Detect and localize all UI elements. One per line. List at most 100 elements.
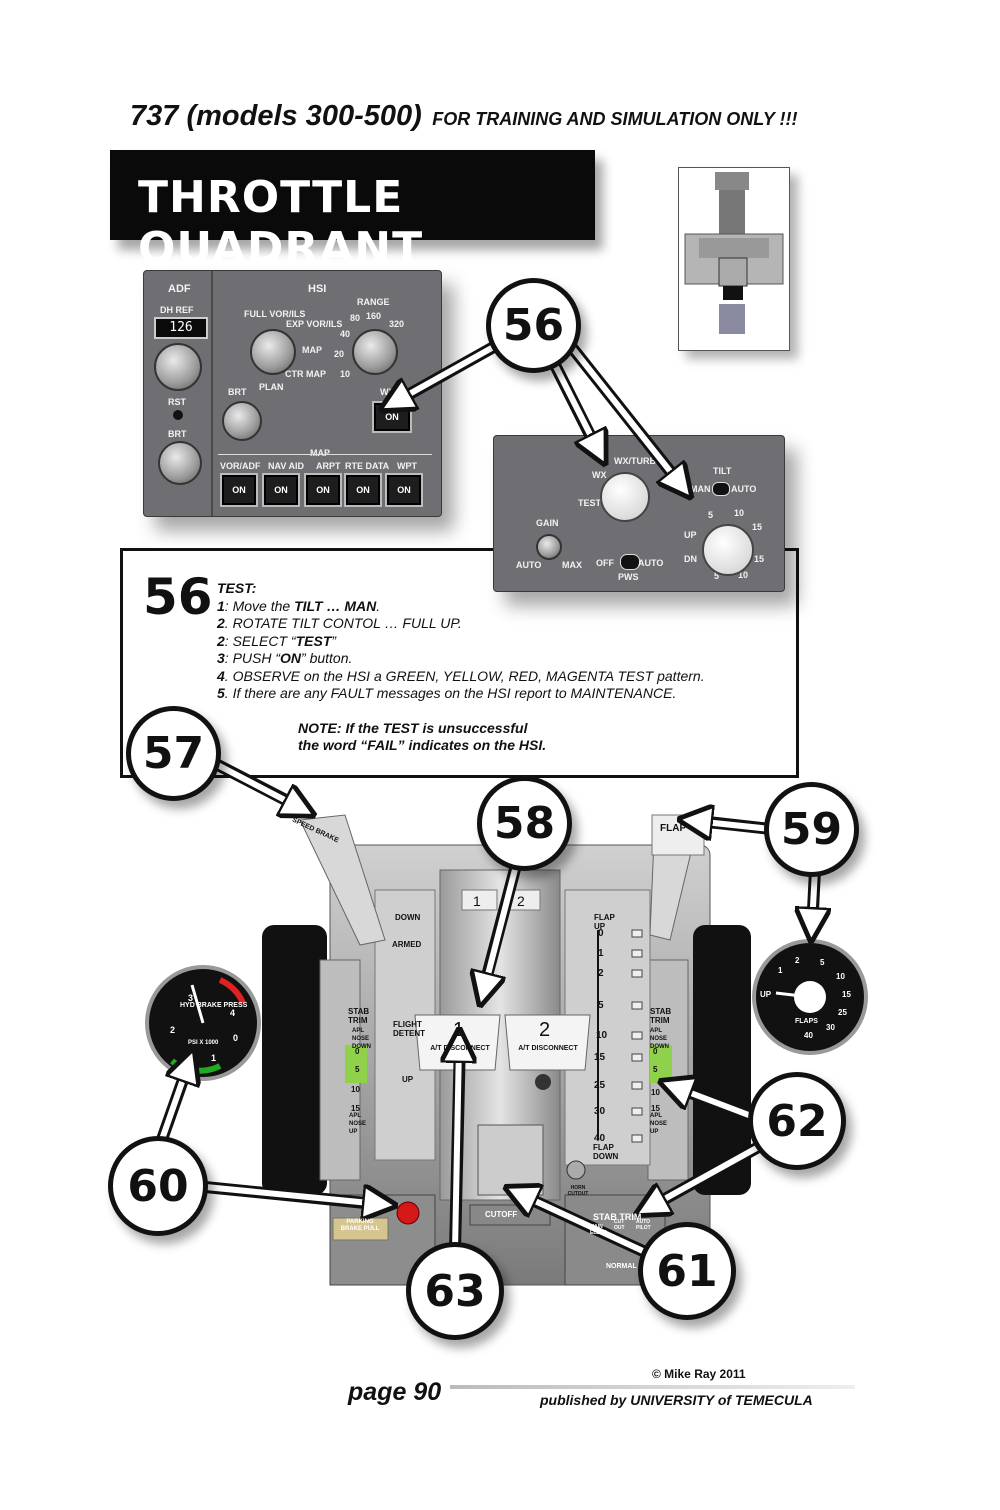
callout-63: 63 — [406, 1242, 504, 1340]
tilt-man-label: MAN — [690, 484, 711, 494]
wx-mode-selector-knob[interactable] — [600, 472, 650, 522]
callout-60: 60 — [108, 1136, 208, 1236]
wpt-button[interactable]: ON — [385, 473, 423, 507]
parking-brake-light — [396, 1201, 420, 1225]
gain-label: GAIN — [536, 518, 559, 528]
instruction-step-3: 2: SELECT “TEST” — [217, 633, 705, 651]
flap-detent-6 — [631, 1081, 643, 1090]
instruction-callout-number: 56 — [143, 568, 213, 626]
wx-turb-label: WX/TURB — [614, 456, 656, 466]
flap-detent-5 — [631, 1053, 643, 1062]
step-6-text: . If there are any FAULT messages on the… — [224, 685, 677, 701]
tilt-scale-5-dn: 5 — [714, 571, 720, 581]
thrust-lever-2[interactable] — [504, 1014, 591, 1071]
instruction-step-1: 1: Move the TILT … MAN. — [217, 598, 705, 616]
tilt-man-auto-switch[interactable] — [712, 482, 730, 496]
right-stab-trim-wheel[interactable] — [693, 925, 751, 1195]
nav-aid-label: NAV AID — [268, 461, 304, 471]
wx-label: WX — [592, 470, 607, 480]
tilt-control-knob[interactable] — [702, 524, 754, 576]
range-label: RANGE — [357, 297, 390, 307]
gain-knob[interactable] — [536, 534, 562, 560]
range-320: 320 — [389, 319, 405, 329]
dh-brt-label: BRT — [168, 429, 187, 439]
step-5-text: . OBSERVE on the HSI a GREEN, YELLOW, RE… — [224, 667, 705, 684]
pws-label: PWS — [618, 572, 639, 582]
flap-detent-4 — [631, 1031, 643, 1040]
dh-ref-value: 126 — [169, 320, 193, 335]
hsi-brt-label: BRT — [228, 387, 247, 397]
step-1-text: : Move the — [224, 597, 295, 614]
vor-adf-on: ON — [232, 485, 246, 495]
instruction-step-2: 2. ROTATE TILT CONTOL … FULL UP. — [217, 615, 705, 633]
vor-adf-label: VOR/ADF — [220, 461, 261, 471]
step-2-text: . ROTATE TILT CONTOL … FULL UP. — [224, 615, 462, 631]
page-number: page 90 — [348, 1378, 442, 1406]
tilt-scale-15-dn: 15 — [754, 554, 765, 564]
speed-brake-lever[interactable] — [299, 814, 386, 946]
range-10: 10 — [340, 369, 351, 379]
tilt-auto-label: AUTO — [731, 484, 757, 494]
instruction-step-5: 4. OBSERVE on the HSI a GREEN, YELLOW, R… — [217, 668, 705, 686]
tilt-scale-15-up: 15 — [752, 522, 763, 532]
left-stab-trim-wheel[interactable] — [262, 925, 327, 1195]
gain-auto-label: AUTO — [516, 560, 542, 570]
test-heading: TEST: — [217, 580, 257, 596]
hsi-mode-selector-knob[interactable] — [250, 329, 296, 375]
fuel-cutoff-lever[interactable] — [477, 1124, 544, 1196]
adf-label: ADF — [168, 283, 191, 295]
wpt-on: ON — [397, 485, 411, 495]
rst-button[interactable] — [173, 410, 183, 420]
step-4-bold: ON — [280, 650, 302, 666]
parking-brake-handle[interactable] — [332, 1217, 389, 1241]
hsi-brightness-knob[interactable] — [222, 401, 262, 441]
flap-detent-2 — [631, 969, 643, 978]
right-green-band — [650, 1045, 672, 1083]
arpt-label: ARPT — [316, 461, 341, 471]
arpt-on: ON — [316, 485, 330, 495]
pws-switch[interactable] — [620, 554, 640, 570]
flap-detent-7 — [631, 1107, 643, 1116]
wpt-label: WPT — [397, 461, 417, 471]
tilt-dn-label: DN — [684, 554, 697, 564]
flap-detent-8 — [631, 1134, 643, 1143]
step-5-num: 4 — [217, 667, 225, 684]
callout-62: 62 — [748, 1072, 846, 1170]
horn-cutout-button[interactable] — [566, 1160, 586, 1180]
dh-ref-knob[interactable] — [154, 343, 202, 391]
page-header: 737 (models 300-500) FOR TRAINING AND SI… — [130, 100, 798, 133]
wxr-on-label: ON — [385, 412, 399, 422]
vor-adf-button[interactable]: ON — [220, 473, 258, 507]
training-notice: FOR TRAINING AND SIMULATION ONLY !!! — [432, 109, 798, 129]
callout-61: 61 — [638, 1222, 736, 1320]
range-160: 160 — [366, 311, 382, 321]
arpt-button[interactable]: ON — [304, 473, 342, 507]
step-3-bold: TEST — [295, 632, 332, 649]
mode-ctr-map: CTR MAP — [285, 369, 326, 379]
left-green-band — [345, 1045, 367, 1083]
mode-full-vor-ils: FULL VOR/ILS — [244, 309, 306, 319]
instruction-step-4: 3: PUSH “ON” button. — [217, 650, 705, 668]
rte-data-button[interactable]: ON — [344, 473, 382, 507]
copyright: © Mike Ray 2011 — [652, 1367, 746, 1381]
locator-thumbnail — [678, 167, 790, 351]
dh-ref-display: 126 — [154, 317, 208, 339]
nav-aid-button[interactable]: ON — [262, 473, 300, 507]
map-label: MAP — [310, 448, 330, 458]
mode-plan: PLAN — [259, 382, 284, 392]
flap-detent-0 — [631, 929, 643, 938]
range-20: 20 — [334, 349, 345, 359]
note-line-1: NOTE: If the TEST is unsuccessful — [298, 720, 528, 736]
step-4-tail: ” button. — [301, 650, 353, 666]
rst-label: RST — [168, 397, 186, 407]
tilt-scale-10-dn: 10 — [738, 570, 749, 580]
dh-brightness-knob[interactable] — [158, 441, 202, 485]
range-80: 80 — [350, 313, 361, 323]
nav-aid-on: ON — [274, 485, 288, 495]
pws-auto-label: AUTO — [638, 558, 664, 568]
hsi-label: HSI — [308, 283, 327, 295]
title-banner: THROTTLE QUADRANT — [110, 150, 595, 274]
range-selector-knob[interactable] — [352, 329, 398, 375]
mode-exp-vor-ils: EXP VOR/ILS — [286, 319, 343, 329]
